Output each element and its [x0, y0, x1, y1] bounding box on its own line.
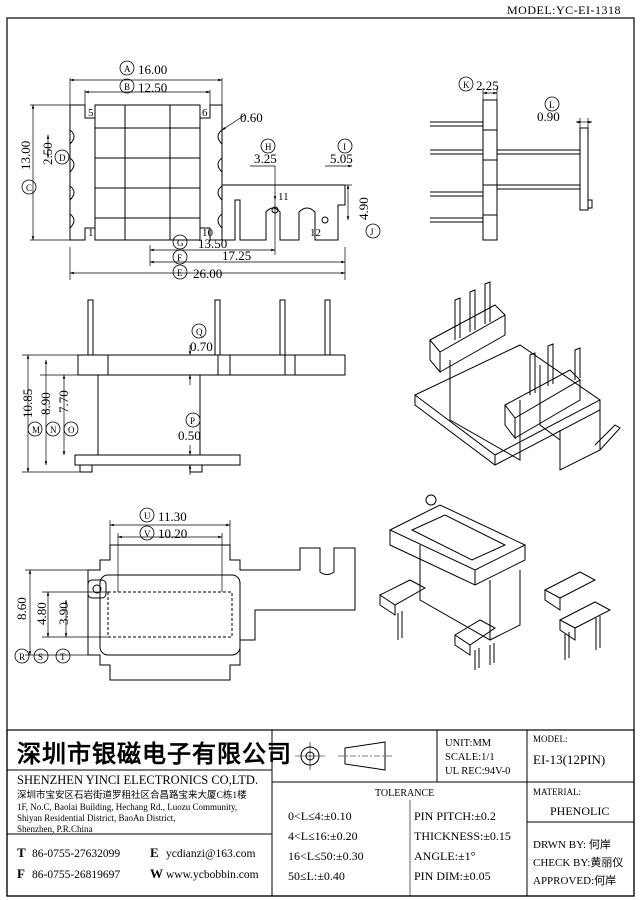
top-view: [21, 60, 381, 280]
address-en-2: Shiyan Residential District, BaoAn Distr…: [17, 813, 175, 823]
front-view-labels: Q 0.70 M 10.85 N 8.90 O 7.70 P 0.50: [20, 327, 213, 443]
dim-letter-B: B: [124, 82, 130, 92]
dim-letter-S: S: [38, 652, 43, 662]
dim-letter-F: F: [177, 253, 182, 263]
dim-letter-O: O: [68, 425, 75, 435]
pin-6-label: 6: [202, 107, 208, 119]
tolerance-left-2: 4<L≤16:±0.20: [288, 829, 358, 843]
pin-1-label: 1: [88, 227, 94, 239]
tolerance-left-3: 16<L≤50:±0.30: [288, 849, 364, 863]
address-en-3: Shenzhen, P.R.China: [17, 824, 93, 834]
material-field-value: PHENOLIC: [550, 804, 609, 818]
front-view: [22, 299, 346, 475]
dim-D: 2.50: [40, 142, 55, 165]
address-cn: 深圳市宝安区石岩街道罗租社区合昌路宝来大厦C栋1楼: [17, 789, 247, 801]
email-address[interactable]: ycdianzi@163.com: [166, 848, 256, 860]
tolerance-title: TOLERANCE: [375, 788, 434, 799]
top-view-labels: A 16.00 B 12.50 C 13.00 D 2.50 G 13.50 F…: [18, 62, 374, 281]
dim-M: 10.85: [20, 389, 35, 418]
dim-letter-C: C: [26, 183, 32, 193]
dim-letter-R: R: [19, 652, 25, 662]
pin-10-label: 10: [202, 227, 214, 239]
title-block-text: 深圳市银磁电子有限公司 SHENZHEN YINCI ELECTRONICS C…: [17, 734, 623, 887]
dim-letter-Q: Q: [196, 327, 203, 337]
dim-F: 17.25: [222, 248, 251, 263]
web-address[interactable]: www.ycbobbin.com: [166, 869, 259, 881]
dim-letter-T: T: [60, 652, 66, 662]
tel-label: T: [17, 845, 26, 860]
dim-E: 26.00: [193, 266, 222, 281]
drawn-by: DRWN BY: 何岸: [533, 838, 611, 851]
email-label: E: [150, 845, 159, 860]
fax-label: F: [17, 866, 25, 881]
dim-V: 10.20: [158, 526, 187, 541]
dim-letter-H: H: [265, 142, 272, 152]
dim-letter-G: G: [177, 238, 184, 248]
tolerance-right-2: THICKNESS:±0.15: [414, 829, 511, 843]
side-view: [430, 76, 593, 241]
tel-number: 86-0755-27632099: [32, 848, 120, 860]
dim-C: 13.00: [18, 141, 33, 170]
dim-I: 5.05: [330, 151, 353, 166]
dim-S: 4.80: [34, 602, 49, 625]
web-label: W: [150, 866, 163, 881]
dim-B: 12.50: [138, 80, 167, 95]
dim-A: 16.00: [138, 62, 167, 77]
bottom-view-labels: U 11.30 V 10.20 R 8.60 S 4.80 T 3.90: [14, 509, 187, 662]
model-field-value: EI-13(12PIN): [533, 752, 605, 767]
dim-letter-V: V: [144, 529, 151, 539]
dim-letter-I: I: [343, 142, 346, 152]
side-view-labels: K 2.25 L 0.90: [463, 78, 560, 124]
dim-N: 8.90: [38, 392, 53, 415]
ul-label: UL REC:94V-0: [445, 766, 510, 777]
dim-letter-N: N: [50, 425, 57, 435]
checked-by: CHECK BY:黄丽仪: [533, 855, 623, 869]
scale-label: SCALE:1/1: [445, 752, 495, 763]
tolerance-left-4: 50≤L:±0.40: [288, 869, 345, 883]
isometric-view-bottom: [379, 494, 612, 670]
isometric-view-top: [414, 281, 621, 471]
dim-letter-A: A: [124, 64, 131, 74]
dim-letter-D: D: [59, 153, 66, 163]
model-field-label: MODEL:: [533, 734, 568, 744]
dim-Q: 0.70: [190, 339, 213, 354]
address-en-1: 1F, No.C, Baolai Building, Hechang Rd., …: [17, 802, 237, 812]
dim-G: 13.50: [198, 236, 227, 251]
dim-U: 11.30: [158, 509, 187, 524]
material-field-label: MATERIAL:: [533, 787, 581, 797]
pin-5-label: 5: [88, 107, 94, 119]
company-name-cn: 深圳市银磁电子有限公司: [17, 740, 292, 768]
dim-letter-E: E: [177, 268, 183, 278]
dim-H: 3.25: [254, 151, 277, 166]
model-number-label: MODEL:YC-EI-1318: [507, 3, 621, 17]
tolerance-right-1: PIN PITCH:±0.2: [414, 809, 496, 823]
pin-12-label: 12: [310, 227, 321, 239]
dim-letter-L: L: [549, 100, 555, 110]
tolerance-right-4: PIN DIM:±0.05: [414, 869, 491, 883]
fax-number: 86-0755-26819697: [32, 869, 120, 881]
tolerance-left-1: 0<L≤4:±0.10: [288, 809, 352, 823]
company-name-en: SHENZHEN YINCI ELECTRONICS CO,LTD.: [17, 773, 258, 787]
tolerance-right-3: ANGLE:±1°: [414, 849, 476, 863]
pin-11-label: 11: [278, 191, 289, 203]
dim-letter-J: J: [370, 227, 374, 237]
dim-radius: 0.60: [240, 110, 263, 125]
dim-L: 0.90: [537, 109, 560, 124]
unit-label: UNIT:MM: [445, 738, 492, 749]
dim-J: 4.90: [356, 197, 371, 220]
dim-letter-K: K: [463, 80, 470, 90]
bottom-view: [14, 507, 356, 681]
dim-O: 7.70: [56, 390, 71, 413]
dim-letter-M: M: [32, 425, 40, 435]
dim-R: 8.60: [14, 597, 29, 620]
dim-letter-P: P: [190, 416, 195, 426]
dim-letter-U: U: [144, 511, 151, 521]
approved-by: APPROVED:何岸: [533, 874, 616, 887]
title-block: [6, 729, 635, 897]
dim-P: 0.50: [178, 428, 201, 443]
dim-K: 2.25: [476, 78, 499, 93]
dim-T: 3.90: [56, 602, 71, 625]
